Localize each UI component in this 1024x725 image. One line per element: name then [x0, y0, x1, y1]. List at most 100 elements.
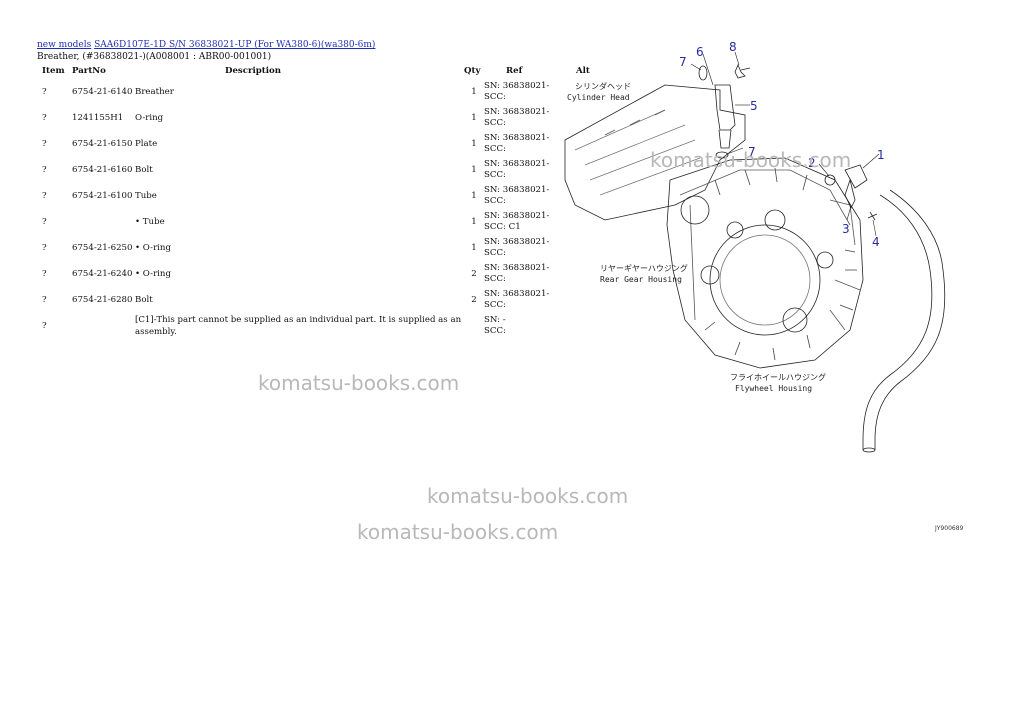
ref-cell: SN: 36838021-SCC:: [484, 235, 576, 261]
description-cell: • O-ring: [135, 269, 171, 279]
description-cell: [C1]-This part cannot be supplied as an …: [135, 315, 462, 337]
item-cell: ?: [42, 269, 47, 279]
cylinder-head-label-en: Cylinder Head: [567, 93, 630, 102]
partno-cell: [72, 313, 135, 339]
ref-scc: SCC: C1: [484, 222, 521, 232]
item-cell: ?: [42, 165, 47, 175]
ref-serial: SN: 36838021-: [484, 159, 550, 169]
header-item: Item: [42, 66, 65, 76]
ref-scc: SCC:: [484, 326, 506, 336]
ref-serial: SN: 36838021-: [484, 289, 550, 299]
callout-label: 8: [729, 40, 737, 54]
ref-cell: SN: 36838021-SCC:: [484, 131, 576, 157]
partno-cell: 6754-21-6250: [72, 243, 133, 253]
exploded-parts-diagram: 1 2 3 4 5 6 7 7 8 シリンダヘッド Cylinder Head …: [564, 40, 946, 453]
watermark-text: komatsu-books.com: [258, 371, 460, 395]
partno-cell: 6754-21-6150: [72, 139, 133, 149]
parts-table: Item PartNo Description Qty Ref Alt ?675…: [37, 66, 616, 339]
description-cell: Plate: [135, 139, 158, 149]
description-cell: • O-ring: [135, 243, 171, 253]
ref-cell: SN: 36838021-SCC:: [484, 287, 576, 313]
ref-serial: SN: 36838021-: [484, 237, 550, 247]
breather-part-1-drawing: [844, 164, 868, 189]
rear-gear-housing-label-jp: リヤーギヤーハウジング: [600, 263, 688, 273]
partno-cell: 6754-21-6240: [72, 269, 133, 279]
partno-cell: [72, 209, 135, 235]
ref-serial: SN: 36838021-: [484, 107, 550, 117]
ref-serial: SN: 36838021-: [484, 211, 550, 221]
callout-label: 7: [748, 145, 756, 159]
qty-cell: [464, 313, 484, 339]
item-cell: ?: [42, 87, 47, 97]
qty-cell: 1: [471, 87, 477, 97]
hose-drawing: [862, 189, 946, 450]
ref-cell: SN: 36838021-SCC:: [484, 157, 576, 183]
qty-cell: 2: [471, 295, 477, 305]
partno-cell: 6754-21-6160: [72, 165, 133, 175]
flywheel-housing-drawing: [666, 157, 864, 369]
partno-cell: 6754-21-6140: [72, 87, 133, 97]
ref-scc: SCC:: [484, 118, 506, 128]
table-row: ? 6754-21-6250• O-ring 1 SN: 36838021-SCC:: [37, 235, 616, 261]
item-cell: ?: [42, 321, 47, 331]
description-cell: Tube: [135, 191, 157, 201]
item-cell: ?: [42, 139, 47, 149]
breadcrumb-link-engine-model[interactable]: SAA6D107E-1D S/N 36838021-UP (For WA380-…: [94, 40, 376, 50]
ref-scc: SCC:: [484, 300, 506, 310]
cylinder-head-label-jp: シリンダヘッド: [575, 81, 631, 91]
breadcrumb: new models SAA6D107E-1D S/N 36838021-UP …: [37, 40, 375, 50]
description-cell: Bolt: [135, 165, 153, 175]
header-ref: Ref: [506, 66, 523, 76]
ref-cell: SN: 36838021-SCC:: [484, 261, 576, 287]
item-cell: ?: [42, 295, 47, 305]
ref-cell: SN: 36838021-SCC:: [484, 79, 576, 105]
table-row: ? [C1]-This part cannot be supplied as an…: [37, 313, 616, 339]
description-cell: Breather: [135, 87, 174, 97]
ref-scc: SCC:: [484, 274, 506, 284]
qty-cell: 1: [471, 243, 477, 253]
callout-label: 1: [877, 148, 885, 162]
rear-gear-housing-label-en: Rear Gear Housing: [600, 275, 682, 284]
header-alt: Alt: [576, 66, 590, 76]
watermark-text: komatsu-books.com: [650, 148, 852, 172]
qty-cell: 1: [471, 165, 477, 175]
ref-serial: SN: 36838021-: [484, 133, 550, 143]
header-qty: Qty: [464, 66, 481, 76]
table-header-row: Item PartNo Description Qty Ref Alt: [37, 66, 616, 79]
qty-cell: 1: [471, 217, 477, 227]
ref-scc: SCC:: [484, 248, 506, 258]
ref-cell: SN: 36838021-SCC:: [484, 105, 576, 131]
breadcrumb-link-new-models[interactable]: new models: [37, 40, 92, 50]
ref-scc: SCC:: [484, 170, 506, 180]
callout-label: 7: [679, 55, 687, 69]
ref-serial: SN: 36838021-: [484, 81, 550, 91]
figure-code: JY900689: [935, 525, 964, 532]
partno-cell: 6754-21-6280: [72, 295, 133, 305]
description-cell: Bolt: [135, 295, 153, 305]
ref-scc: SCC:: [484, 144, 506, 154]
flywheel-housing-label-jp: フライホイールハウジング: [730, 372, 826, 382]
partno-cell: 6754-21-6100: [72, 191, 133, 201]
ref-scc: SCC:: [484, 92, 506, 102]
header-partno: PartNo: [72, 66, 106, 76]
qty-cell: 1: [471, 113, 477, 123]
ref-serial: SN: -: [484, 315, 506, 325]
partno-cell: 1241155H1: [72, 113, 124, 123]
description-cell: O-ring: [135, 113, 164, 123]
ref-serial: SN: 36838021-: [484, 185, 550, 195]
item-cell: ?: [42, 243, 47, 253]
cylinder-head-drawing: [564, 84, 746, 221]
tube-part-5-drawing: [714, 84, 736, 131]
qty-cell: 1: [471, 139, 477, 149]
callout-label: 6: [696, 45, 704, 59]
ref-scc: SCC:: [484, 196, 506, 206]
callout-label: 2: [808, 156, 816, 170]
ref-serial: SN: 36838021-: [484, 263, 550, 273]
